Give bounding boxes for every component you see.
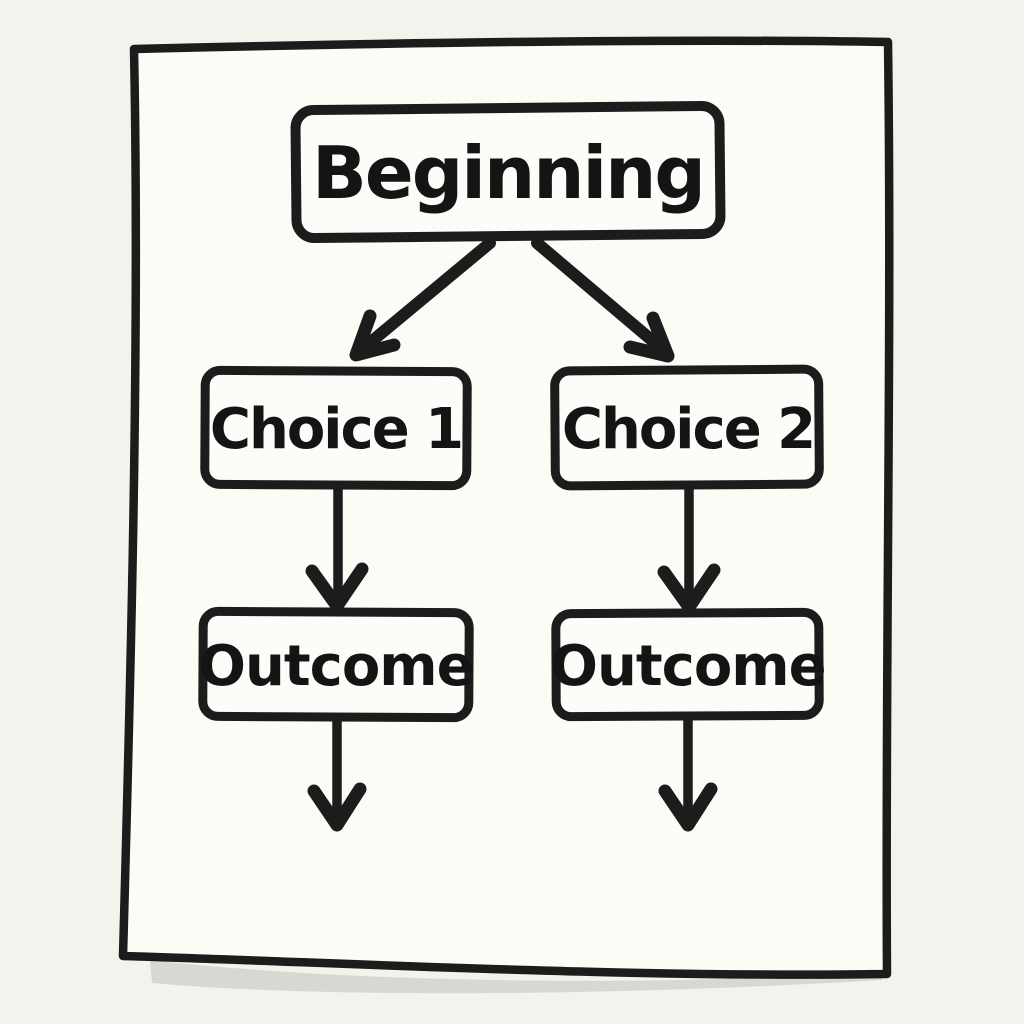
node-outcome-2-label: Outcome — [550, 634, 825, 699]
arrow-head-icon — [623, 311, 675, 363]
paper-sheet — [118, 36, 894, 979]
node-beginning-label: Beginning — [312, 131, 704, 215]
node-outcome-1-box — [198, 606, 474, 723]
node-beginning: Beginning — [290, 100, 726, 244]
node-beginning-box — [290, 100, 726, 244]
edge-beginning-to-choice-1 — [349, 237, 496, 362]
arrow-shaft — [531, 237, 667, 354]
edge-beginning-to-choice-2 — [531, 237, 675, 363]
edge-choice-1-to-outcome-1 — [305, 483, 369, 613]
node-outcome-1: Outcome — [198, 606, 475, 723]
paper-shadow — [150, 960, 882, 994]
node-choice-2-box — [550, 364, 824, 491]
edge-outcome-2-continuation — [658, 715, 718, 832]
node-choice-2-label: Choice 2 — [562, 397, 814, 462]
arrow-shaft — [360, 237, 496, 352]
arrow-head-icon — [305, 562, 369, 613]
node-outcome-2: Outcome — [550, 607, 827, 722]
arrow-head-icon — [349, 309, 401, 362]
node-choice-2: Choice 2 — [550, 364, 824, 491]
arrow-head-icon — [657, 563, 721, 614]
node-choice-1: Choice 1 — [200, 365, 472, 491]
node-choice-1-label: Choice 1 — [210, 397, 462, 462]
arrow-head-icon — [658, 782, 718, 832]
edge-outcome-1-continuation — [307, 716, 367, 832]
edge-choice-2-to-outcome-2 — [657, 483, 721, 614]
node-choice-1-box — [200, 365, 472, 491]
node-outcome-1-label: Outcome — [198, 634, 473, 699]
arrow-head-icon — [307, 782, 367, 832]
node-outcome-2-box — [551, 607, 824, 722]
